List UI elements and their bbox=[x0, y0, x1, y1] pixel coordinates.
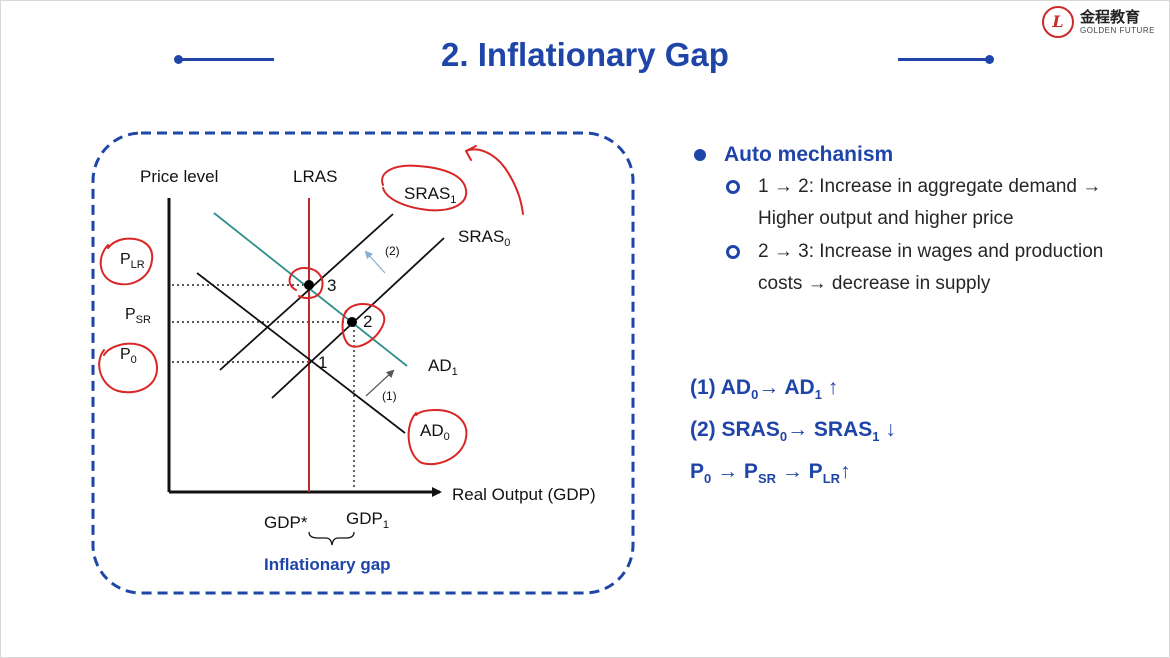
sras0-curve bbox=[271, 237, 445, 399]
slide-title: 2. Inflationary Gap bbox=[441, 36, 729, 73]
logo-text-cn: 金程教育 bbox=[1080, 8, 1141, 26]
inflationary-gap-label: Inflationary gap bbox=[264, 555, 391, 574]
plr-label: PLR bbox=[120, 251, 145, 271]
bullet-ring-icon bbox=[726, 245, 740, 259]
handwritten-annotations bbox=[98, 145, 524, 466]
equilibrium-point-3 bbox=[304, 280, 314, 290]
gdp-star-label: GDP* bbox=[264, 513, 308, 532]
p0-label: P0 bbox=[120, 346, 137, 366]
p0-circle-mark bbox=[98, 342, 159, 394]
step-2-line-2: costs → decrease in supply bbox=[758, 273, 991, 294]
sras0-label: SRAS0 bbox=[458, 227, 510, 249]
logo-text-en: GOLDEN FUTURE bbox=[1080, 26, 1155, 35]
bullet-ring-icon bbox=[726, 180, 740, 194]
plr-circle-mark bbox=[99, 237, 154, 286]
sras1-curved-mark bbox=[465, 148, 524, 215]
title-decoration-right bbox=[898, 55, 994, 64]
formula-sras-shift: (2) SRAS0→ SRAS1 ↓ bbox=[690, 418, 896, 445]
lras-label: LRAS bbox=[293, 167, 337, 186]
ad0-label: AD0 bbox=[420, 421, 450, 443]
sras-shift-arrow bbox=[364, 250, 386, 274]
brand-logo: L 金程教育 GOLDEN FUTURE bbox=[1042, 4, 1162, 40]
equilibrium-point-2 bbox=[347, 317, 357, 327]
step-2-line-1: 2 → 3: Increase in wages and production bbox=[758, 241, 1104, 262]
x-axis-label: Real Output (GDP) bbox=[452, 485, 596, 504]
point-1-label: 1 bbox=[318, 353, 327, 372]
sras1-arrow-mark bbox=[465, 145, 477, 161]
mechanism-step-1: 1 → 2: Increase in aggregate demand → Hi… bbox=[692, 171, 1162, 235]
psr-label: PSR bbox=[125, 306, 151, 326]
point2-circle-mark bbox=[341, 302, 386, 348]
formula-price-path: P0 → PSR → PLR↑ bbox=[690, 460, 851, 487]
gap-brace bbox=[308, 531, 355, 546]
point-2-label: 2 bbox=[363, 312, 372, 331]
sras1-label: SRAS1 bbox=[404, 184, 456, 206]
step-1-line-1: 1 → 2: Increase in aggregate demand → bbox=[758, 176, 1102, 197]
ad0-curve bbox=[196, 272, 406, 434]
step-1-line-2: Higher output and higher price bbox=[758, 208, 1014, 229]
formula-ad-shift: (1) AD0→ AD1 ↑ bbox=[690, 376, 839, 403]
ad1-label: AD1 bbox=[428, 356, 458, 378]
mechanism-step-2: 2 → 3: Increase in wages and production … bbox=[692, 236, 1162, 300]
shift-1-label: (1) bbox=[382, 389, 397, 403]
bullet-dot-icon bbox=[694, 149, 706, 161]
ad0-circle-mark bbox=[407, 408, 468, 466]
point-3-label: 3 bbox=[327, 276, 336, 295]
logo-badge-icon: L bbox=[1042, 6, 1074, 38]
ad-shift-arrow bbox=[365, 369, 395, 397]
auto-mechanism-heading: Auto mechanism bbox=[692, 140, 1162, 170]
sras1-curve bbox=[219, 213, 394, 371]
sras1-circle-mark bbox=[381, 164, 468, 212]
auto-mechanism-section: Auto mechanism 1 → 2: Increase in aggreg… bbox=[692, 140, 1162, 300]
shift-2-label: (2) bbox=[385, 244, 400, 258]
point3-circle-mark bbox=[288, 266, 324, 300]
auto-mechanism-heading-text: Auto mechanism bbox=[724, 143, 894, 166]
gdp1-label: GDP1 bbox=[346, 509, 389, 531]
y-axis-label: Price level bbox=[140, 167, 218, 186]
title-decoration-left bbox=[174, 55, 274, 64]
shift-summary: (1) AD0→ AD1 ↑ (2) SRAS0→ SRAS1 ↓ P0 → P… bbox=[690, 370, 896, 497]
